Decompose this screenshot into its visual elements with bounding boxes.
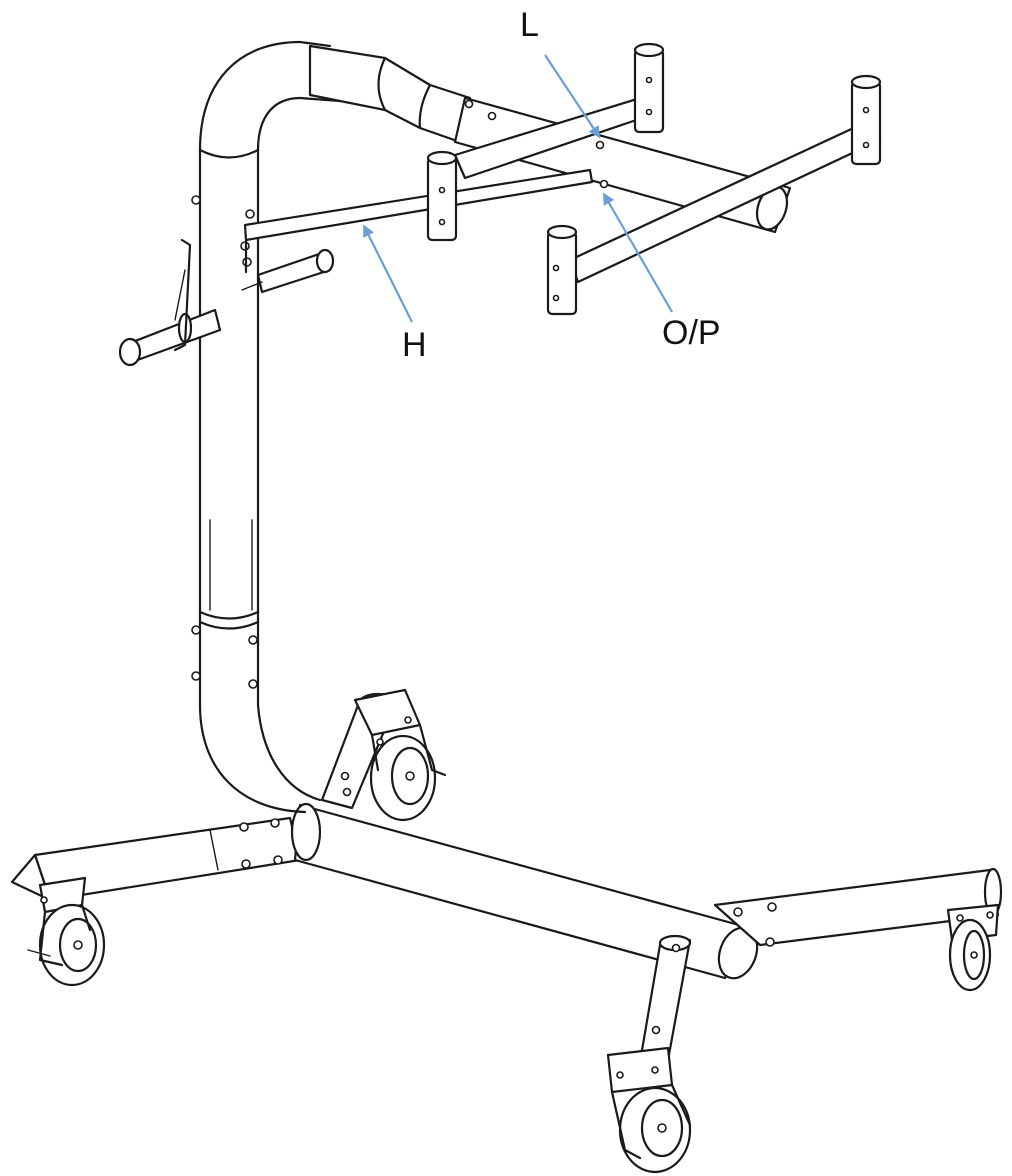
upright-mast [191, 40, 382, 814]
boom-grip-sleeve [308, 44, 472, 144]
handle-left [118, 238, 222, 367]
callout-label-op: O/P [662, 314, 721, 352]
callout-arrow-l [544, 54, 601, 139]
caster-front [606, 1046, 692, 1174]
caster-back [353, 688, 447, 822]
callout-arrow-h [363, 224, 413, 323]
handle-right [241, 248, 335, 294]
callout-label-l: L [520, 6, 539, 44]
hook-front-left [546, 224, 578, 316]
caster-left [27, 876, 106, 987]
front-fork-tube [638, 938, 692, 1064]
spreader-bar [240, 168, 594, 274]
callout-label-h: H [402, 326, 427, 364]
hook-back-right [633, 42, 665, 134]
base-frame [10, 692, 1003, 1064]
hook-front-right [850, 74, 882, 166]
hook-back-left [426, 150, 458, 242]
caster-right [946, 903, 1000, 992]
callout-arrow-op [602, 192, 673, 313]
